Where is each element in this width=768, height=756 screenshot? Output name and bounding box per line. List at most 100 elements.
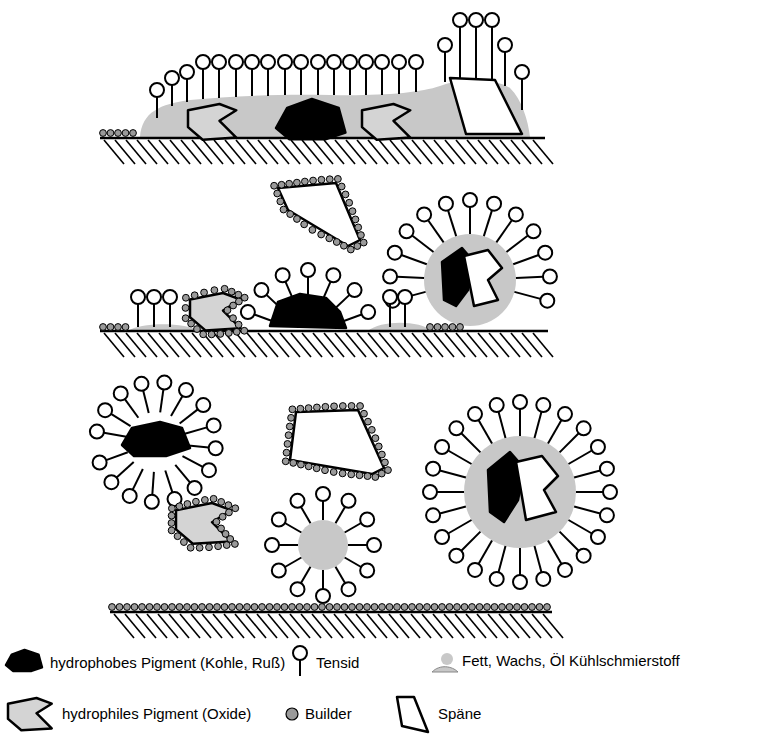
- hatch-stroke: [368, 140, 388, 164]
- tensid-head: [163, 290, 177, 304]
- fat-droplet: [464, 436, 576, 548]
- tensid-tail: [415, 69, 417, 92]
- builder-dot: [301, 221, 308, 228]
- builder-dot: [259, 604, 266, 611]
- hatch-stroke: [148, 140, 168, 164]
- builder-dot: [244, 604, 251, 611]
- tensid-tail: [461, 433, 480, 452]
- builder-dot: [182, 294, 189, 301]
- tensid-tail: [186, 445, 209, 447]
- tensid-tail: [301, 567, 311, 583]
- builder-dot: [372, 474, 379, 481]
- tensid-tail: [568, 520, 591, 534]
- tensid-head: [348, 283, 362, 297]
- chip: [450, 78, 522, 134]
- builder-dot: [476, 604, 483, 611]
- builder-dot: [297, 461, 304, 468]
- tensid-tail: [345, 523, 361, 533]
- tensid-tail: [448, 451, 471, 465]
- tensid-head: [426, 508, 440, 522]
- hatch-stroke: [500, 140, 520, 164]
- builder-dot: [122, 324, 129, 331]
- hatch-stroke: [510, 614, 530, 638]
- hydrophilic-pigment: [176, 503, 231, 544]
- fat-droplet: [424, 234, 516, 326]
- legend-text: Tensid: [316, 654, 359, 672]
- tensid-tail: [521, 79, 523, 110]
- builder-dot: [529, 604, 536, 611]
- tensid-tail: [568, 451, 591, 465]
- tensid-head: [435, 530, 449, 544]
- legend-text: hydrophiles Pigment (Oxide): [62, 705, 251, 723]
- builder-dot: [107, 130, 114, 137]
- hatch-stroke: [312, 614, 332, 638]
- builder-dot: [233, 328, 240, 335]
- builder-dot: [154, 604, 161, 611]
- tensid-head: [426, 462, 440, 476]
- builder-dot: [286, 180, 293, 187]
- builder-dot: [330, 469, 337, 476]
- hatch-stroke: [291, 140, 311, 164]
- builder-dot: [372, 435, 379, 442]
- hatch-stroke: [235, 614, 255, 638]
- hatch-stroke: [334, 614, 354, 638]
- builder-dot: [184, 604, 191, 611]
- hatch-stroke: [257, 614, 277, 638]
- builder-dot: [168, 527, 175, 534]
- hatch-stroke: [126, 333, 146, 357]
- legend-sample-fat: [432, 667, 458, 672]
- tensid-tail: [153, 304, 155, 327]
- hydrophobic-pigment: [270, 294, 346, 328]
- hatch-stroke: [368, 333, 388, 357]
- builder-dot: [454, 604, 461, 611]
- tensides: [90, 13, 617, 603]
- tensid-tail: [398, 69, 400, 94]
- tensid-tail: [165, 471, 172, 493]
- builder-dot: [431, 604, 438, 611]
- tensid-tail: [576, 491, 603, 493]
- tensid-tail: [171, 396, 183, 416]
- tensid-tail: [469, 207, 471, 234]
- tensid-head: [311, 55, 325, 69]
- tensid-tail: [381, 69, 383, 95]
- tensid-tail: [185, 427, 207, 433]
- builder-dot: [416, 604, 423, 611]
- builder-dot: [285, 432, 292, 439]
- tensid-tail: [254, 315, 274, 322]
- builder-dot: [348, 403, 355, 410]
- builder-dot: [313, 404, 320, 411]
- hatch-stroke: [302, 333, 322, 357]
- tensid-head: [196, 398, 210, 412]
- tensid-head: [145, 495, 159, 509]
- hatch-stroke: [136, 614, 156, 638]
- builder-dot: [206, 604, 213, 611]
- legend-text: Builder: [305, 705, 352, 723]
- hatch-stroke: [434, 333, 454, 357]
- tensid-head: [165, 71, 179, 85]
- builder-dot: [169, 604, 176, 611]
- hatch-stroke: [433, 614, 453, 638]
- tensid-tail: [342, 315, 362, 322]
- tensid-tail: [461, 532, 480, 551]
- tensid-head: [490, 572, 504, 586]
- tensid-head: [453, 13, 467, 27]
- builder-dot: [230, 302, 237, 309]
- tensid-head: [600, 462, 614, 476]
- builder-dot: [235, 291, 242, 298]
- builder-dot: [286, 423, 293, 430]
- tensid-head: [367, 538, 381, 552]
- hatch-stroke: [302, 140, 322, 164]
- hatch-stroke: [301, 614, 321, 638]
- builder-dot: [304, 604, 311, 611]
- hatch-stroke: [137, 333, 157, 357]
- tensid-tail: [111, 414, 131, 426]
- builder-dot: [191, 292, 198, 299]
- hatch-stroke: [400, 614, 420, 638]
- builder-dot: [130, 130, 137, 137]
- tensid-head: [468, 407, 482, 421]
- legend-sample-chip: [397, 697, 428, 732]
- hatch-stroke: [401, 333, 421, 357]
- hatch-stroke: [214, 333, 234, 357]
- builder-dot: [223, 542, 230, 549]
